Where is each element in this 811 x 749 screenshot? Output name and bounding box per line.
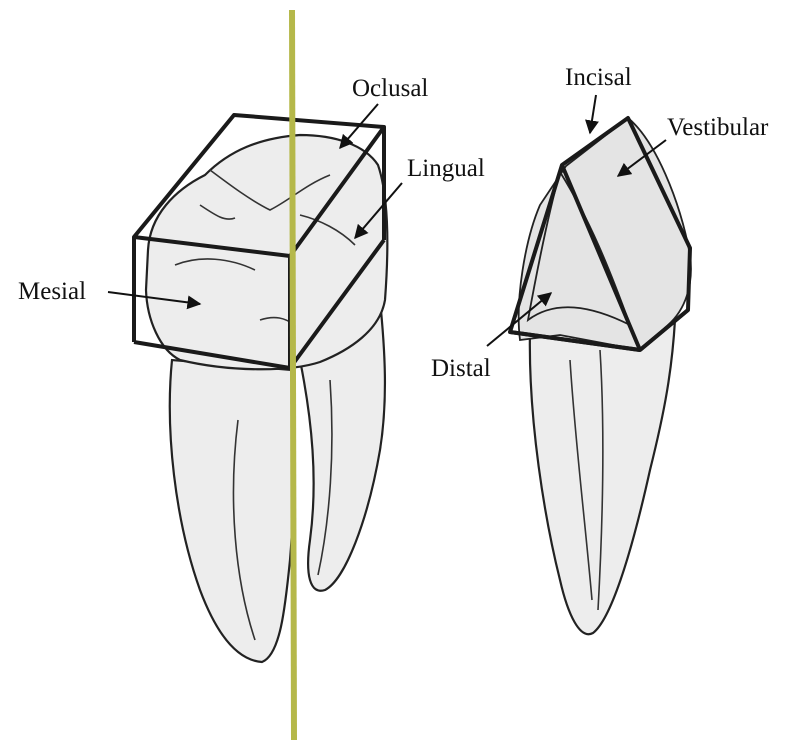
label-oclusal-text: Oclusal — [352, 75, 428, 102]
label-vestibular-text: Vestibular — [667, 114, 769, 141]
incisor-tooth — [510, 118, 691, 634]
label-lingual-text: Lingual — [407, 155, 485, 182]
label-incisal-text: Incisal — [565, 64, 632, 91]
molar-root-mesial — [170, 360, 294, 662]
molar-tooth — [134, 115, 387, 662]
divider-line — [292, 10, 294, 740]
label-distal-text: Distal — [431, 355, 491, 382]
arrow-incisal — [590, 95, 596, 133]
label-mesial-text: Mesial — [18, 278, 86, 305]
